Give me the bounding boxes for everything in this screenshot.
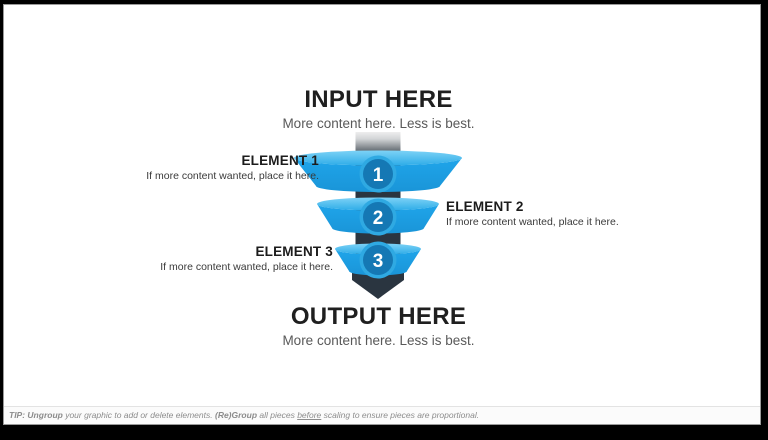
output-subtitle: More content here. Less is best. — [282, 332, 475, 348]
element-1-label-block: ELEMENT 1 If more content wanted, place … — [146, 153, 319, 183]
step-badge-2-fill — [363, 202, 393, 232]
tip-text-3: scaling to ensure pieces are proportiona… — [321, 410, 480, 420]
tip-underline-before: before — [297, 410, 322, 420]
element-3-caption: If more content wanted, place it here. — [160, 261, 333, 274]
element-3-label: ELEMENT 3 — [255, 244, 333, 259]
input-title: INPUT HERE — [304, 86, 453, 113]
element-2-caption: If more content wanted, place it here. — [446, 216, 619, 229]
tip-text-2: all pieces — [257, 410, 298, 420]
step-badge-1-number: 1 — [373, 165, 384, 186]
step-badge-1-fill — [363, 159, 393, 189]
input-subtitle: More content here. Less is best. — [282, 115, 475, 131]
input-block: INPUT HERE More content here. Less is be… — [0, 86, 757, 131]
element-3-label-block: ELEMENT 3 If more content wanted, place … — [160, 244, 333, 274]
step-badge-1: 1 — [359, 155, 397, 193]
funnel-arrow-tip — [352, 269, 404, 299]
output-block: OUTPUT HERE More content here. Less is b… — [0, 303, 757, 348]
output-title: OUTPUT HERE — [290, 303, 467, 330]
element-2-label-block: ELEMENT 2 If more content wanted, place … — [446, 199, 619, 229]
step-badge-3: 3 — [359, 241, 397, 279]
slide-canvas: TIP: Ungroup your graphic to add or dele… — [3, 4, 761, 425]
tip-text-1: your graphic to add or delete elements. — [62, 410, 215, 420]
tip-bold-ungroup: TIP: Ungroup — [9, 410, 63, 420]
element-1-caption: If more content wanted, place it here. — [146, 170, 319, 183]
tip-bold-regroup: (Re)Group — [214, 410, 258, 420]
element-1-label: ELEMENT 1 — [241, 153, 319, 168]
step-badge-3-fill — [363, 245, 393, 275]
tip-bar: TIP: Ungroup your graphic to add or dele… — [4, 406, 760, 424]
step-badge-2-number: 2 — [373, 208, 384, 229]
step-badge-2: 2 — [359, 198, 397, 236]
element-2-label: ELEMENT 2 — [446, 199, 524, 214]
step-badge-3-number: 3 — [373, 251, 384, 272]
